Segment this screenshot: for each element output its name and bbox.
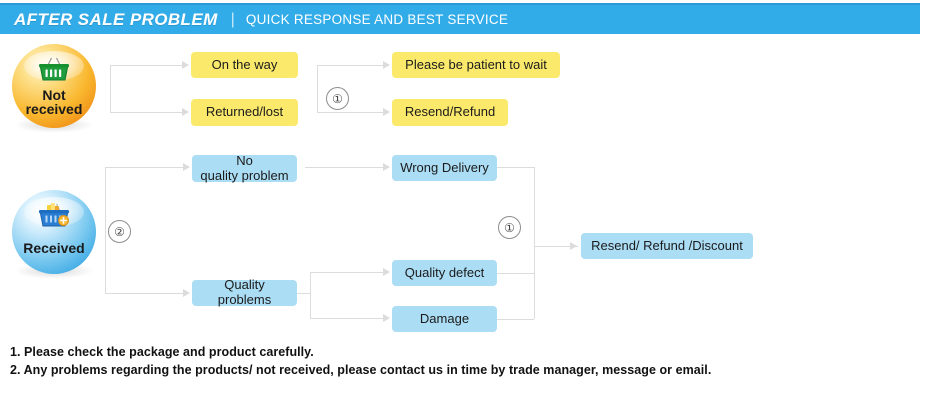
flow2-merge-top <box>497 167 534 168</box>
flow2-branch-bottom <box>105 293 183 294</box>
shopping-basket-icon <box>39 203 69 227</box>
marker-circle-one-flow2: ① <box>498 216 521 239</box>
flow1-arrow-to-wait <box>383 61 390 69</box>
node-damage: Damage <box>392 306 497 332</box>
flow1-arrow-to-resend <box>383 108 390 116</box>
flow2-arrow-no-quality <box>183 163 190 171</box>
note-line-2: 2. Any problems regarding the products/ … <box>10 363 712 377</box>
flow2-arrow-to-damage <box>383 314 390 322</box>
flow1-arrow-top <box>182 61 189 69</box>
node-on-the-way: On the way <box>191 52 298 78</box>
flow1-branch-bottom <box>110 112 182 113</box>
bubble-caption-not-received: Not received <box>25 87 83 118</box>
node-resend-refund-discount: Resend/ Refund /Discount <box>581 233 753 259</box>
node-wrong-delivery: Wrong Delivery <box>392 155 497 181</box>
header-separator: | <box>230 10 235 28</box>
flow1-branch-top <box>110 65 182 66</box>
flow2-merge-mid <box>497 273 534 274</box>
flow2-branch-spine <box>105 167 106 293</box>
node-returned-lost: Returned/lost <box>191 99 298 126</box>
flow2-sub-branch-stem <box>297 293 310 294</box>
marker-circle-two: ② <box>108 220 131 243</box>
page-title: AFTER SALE PROBLEM <box>14 9 218 29</box>
flow2-sub-branch-bottom <box>310 318 383 319</box>
node-quality-defect: Quality defect <box>392 260 497 286</box>
flow2-line-to-wrong-delivery <box>305 167 383 168</box>
flow2-sub-branch-top <box>310 272 383 273</box>
node-quality-problems: Quality problems <box>192 278 297 307</box>
header-bar: AFTER SALE PROBLEM | QUICK RESPONSE AND … <box>0 3 920 34</box>
flow2-merge-bottom <box>497 319 534 320</box>
flow2-sub-branch-spine <box>310 272 311 318</box>
shopping-basket-icon <box>39 57 69 81</box>
header-subtitle: QUICK RESPONSE AND BEST SERVICE <box>245 12 509 27</box>
node-please-be-patient: Please be patient to wait <box>392 52 560 78</box>
flow2-arrow-to-final <box>570 242 577 250</box>
flow1-merge-spine <box>317 65 318 113</box>
flow1-arrow-bottom <box>182 108 189 116</box>
marker-circle-one-flow1: ① <box>326 87 349 110</box>
flow2-arrow-to-quality-defect <box>383 268 390 276</box>
flow2-branch-top <box>105 167 183 168</box>
flow2-arrow-quality-problems <box>183 289 190 297</box>
flow2-merge-out <box>534 246 578 247</box>
note-line-1: 1. Please check the package and product … <box>10 345 314 359</box>
flow1-merge-top <box>317 65 383 66</box>
flow2-merge-spine <box>534 167 535 319</box>
flow1-merge-bottom <box>317 112 383 113</box>
node-no-quality-problem: No quality problem <box>192 153 297 182</box>
status-bubble-not-received: Not received <box>12 44 96 133</box>
bubble-caption-received: Received <box>23 240 85 256</box>
flow1-branch-spine <box>110 65 111 113</box>
status-bubble-received: Received <box>12 190 96 279</box>
flow2-arrow-to-wrong-delivery <box>383 163 390 171</box>
node-resend-refund: Resend/Refund <box>392 99 508 126</box>
